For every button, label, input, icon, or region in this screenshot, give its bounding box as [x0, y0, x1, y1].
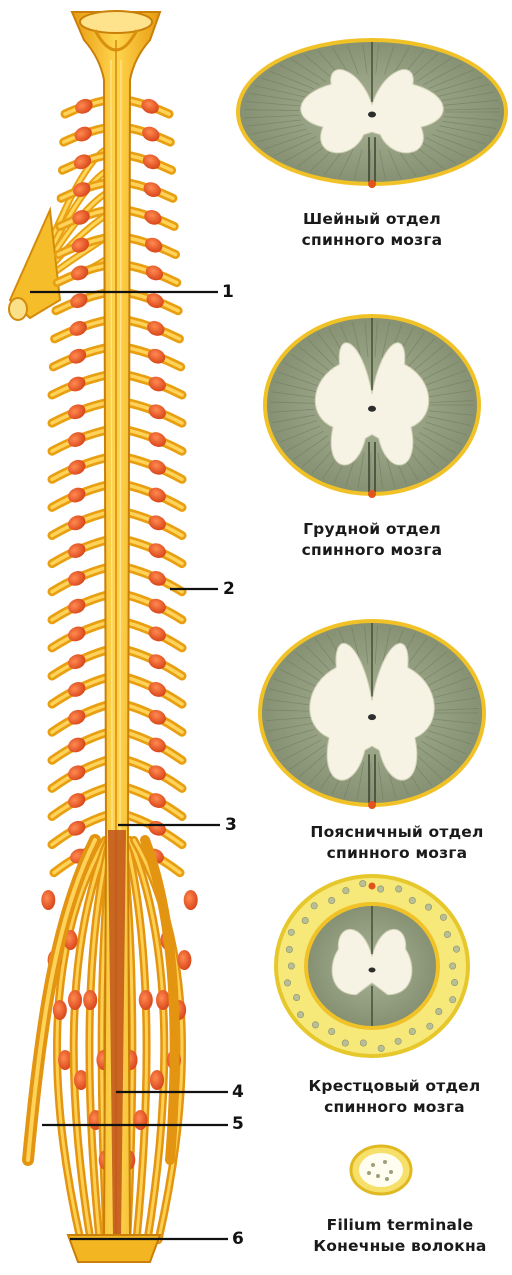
sacral-section-vessel — [427, 1023, 433, 1029]
filum-section-dot — [376, 1174, 380, 1178]
sacral-section-vessel — [297, 1011, 303, 1017]
sacral-ganglion — [150, 1070, 164, 1090]
caption-thoracic-line2: спинного мозга — [262, 540, 482, 561]
callout-1: 1 — [222, 282, 234, 302]
sacral-ganglion — [83, 990, 97, 1010]
sacral-section-artery — [369, 883, 376, 890]
sacral-section-vessel — [328, 897, 334, 903]
filum-section-dot — [389, 1170, 393, 1174]
callout-3: 3 — [225, 815, 237, 835]
sacral-section-vessel — [328, 1028, 334, 1034]
filum-section — [351, 1146, 411, 1194]
cervical-section-anterior-artery — [368, 180, 376, 188]
filum-section-dot — [385, 1177, 389, 1181]
sacral-section-vessel — [425, 904, 431, 910]
cervical-section-central-canal — [368, 112, 376, 118]
caption-sacral-line1: Крестцовый отдел — [282, 1076, 507, 1097]
sacral-section-vessel — [449, 963, 455, 969]
sacral-section-vessel — [409, 897, 415, 903]
sacral-section-vessel — [436, 1008, 442, 1014]
caption-filum: Filium terminale Конечные волокна — [288, 1215, 512, 1257]
caption-lumbar: Поясничный отдел спинного мозга — [282, 822, 512, 864]
filum-section-dot — [371, 1163, 375, 1167]
sacral-section-vessel — [395, 1038, 401, 1044]
spinal-cord-top — [80, 11, 152, 33]
sacral-section-vessel — [444, 931, 450, 937]
callout-6: 6 — [232, 1229, 244, 1249]
lumbar-section-central-canal — [368, 714, 376, 720]
sacral-ganglion — [41, 890, 55, 910]
sacral-section-central-canal — [369, 968, 376, 973]
caption-filum-line2: Конечные волокна — [288, 1236, 512, 1257]
callout-2: 2 — [223, 579, 235, 599]
sacral-section-vessel — [449, 996, 455, 1002]
sacral-section-vessel — [377, 886, 383, 892]
sacral-ganglion — [177, 950, 191, 970]
sacral-section-vessel — [378, 1045, 384, 1051]
sacral-section-vessel — [360, 880, 366, 886]
callout-4: 4 — [232, 1082, 244, 1102]
sacral-ganglion — [133, 1110, 147, 1130]
sacral-ganglion — [156, 990, 170, 1010]
sacral-section-vessel — [440, 914, 446, 920]
caption-cervical: Шейный отдел спинного мозга — [262, 209, 482, 251]
caption-sacral-line2: спинного мозга — [282, 1097, 507, 1118]
sacral-section-vessel — [293, 994, 299, 1000]
thoracic-section — [263, 314, 481, 498]
sacral-ganglion — [139, 990, 153, 1010]
cervical-section — [236, 38, 508, 188]
sacral-section-vessel — [284, 980, 290, 986]
lumbar-section — [258, 619, 486, 809]
brachial-plexus-end — [9, 298, 27, 320]
lumbar-section-anterior-artery — [368, 801, 376, 809]
sacral-section-vessel — [395, 886, 401, 892]
caption-cervical-line1: Шейный отдел — [262, 209, 482, 230]
sacral-section-vessel — [453, 946, 459, 952]
caption-cervical-line2: спинного мозга — [262, 230, 482, 251]
sacral-section-vessel — [286, 946, 292, 952]
caption-thoracic: Грудной отдел спинного мозга — [262, 519, 482, 561]
filum-section-dot — [383, 1160, 387, 1164]
filum-section-core — [359, 1153, 403, 1187]
sacral-section-vessel — [360, 1040, 366, 1046]
caption-filum-line1: Filium terminale — [288, 1215, 512, 1236]
thoracic-section-central-canal — [368, 406, 376, 412]
sacral-section-vessel — [302, 917, 308, 923]
sacral-ganglion — [53, 1000, 67, 1020]
sacral-section-vessel — [343, 887, 349, 893]
thoracic-section-anterior-artery — [368, 490, 376, 498]
sacral-section-vessel — [312, 1022, 318, 1028]
caption-lumbar-line1: Поясничный отдел — [282, 822, 512, 843]
filum-section-dot — [367, 1171, 371, 1175]
callout-5: 5 — [232, 1114, 244, 1134]
sacral-section-vessel — [288, 963, 294, 969]
sacral-section — [276, 876, 468, 1056]
caption-lumbar-line2: спинного мозга — [282, 843, 512, 864]
sacral-section-vessel — [409, 1028, 415, 1034]
sacral-section-vessel — [342, 1040, 348, 1046]
caption-thoracic-line1: Грудной отдел — [262, 519, 482, 540]
caption-sacral: Крестцовый отдел спинного мозга — [282, 1076, 507, 1118]
sacral-section-vessel — [451, 979, 457, 985]
sacral-section-vessel — [311, 903, 317, 909]
sacral-ganglion — [68, 990, 82, 1010]
sacral-section-vessel — [288, 929, 294, 935]
sacral-ganglion — [184, 890, 198, 910]
nerve-roots — [9, 96, 182, 873]
